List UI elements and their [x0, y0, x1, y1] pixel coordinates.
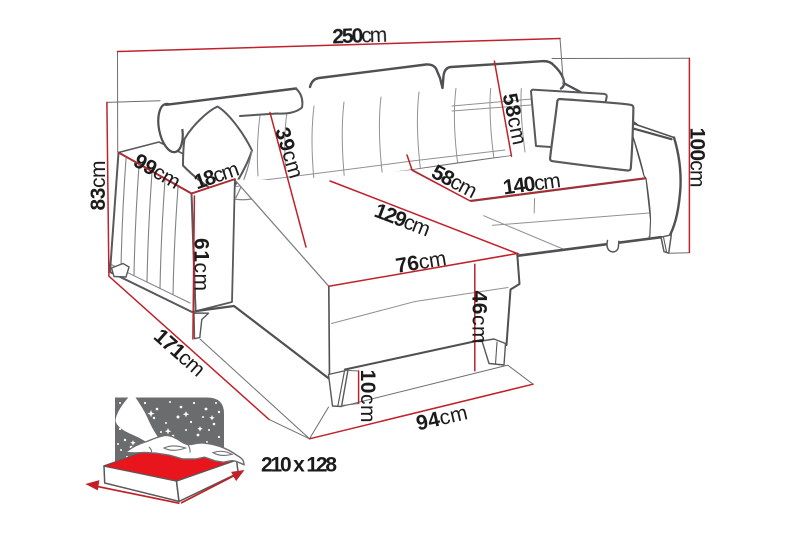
svg-text:61cm: 61cm — [190, 238, 213, 291]
svg-text:83cm: 83cm — [87, 161, 110, 211]
svg-text:94cm: 94cm — [414, 401, 470, 435]
svg-text:46cm: 46cm — [468, 291, 491, 344]
svg-text:100cm: 100cm — [686, 128, 709, 188]
svg-text:250cm: 250cm — [332, 24, 388, 49]
svg-text:10cm: 10cm — [356, 370, 379, 423]
svg-text:210 x 128: 210 x 128 — [261, 454, 337, 477]
